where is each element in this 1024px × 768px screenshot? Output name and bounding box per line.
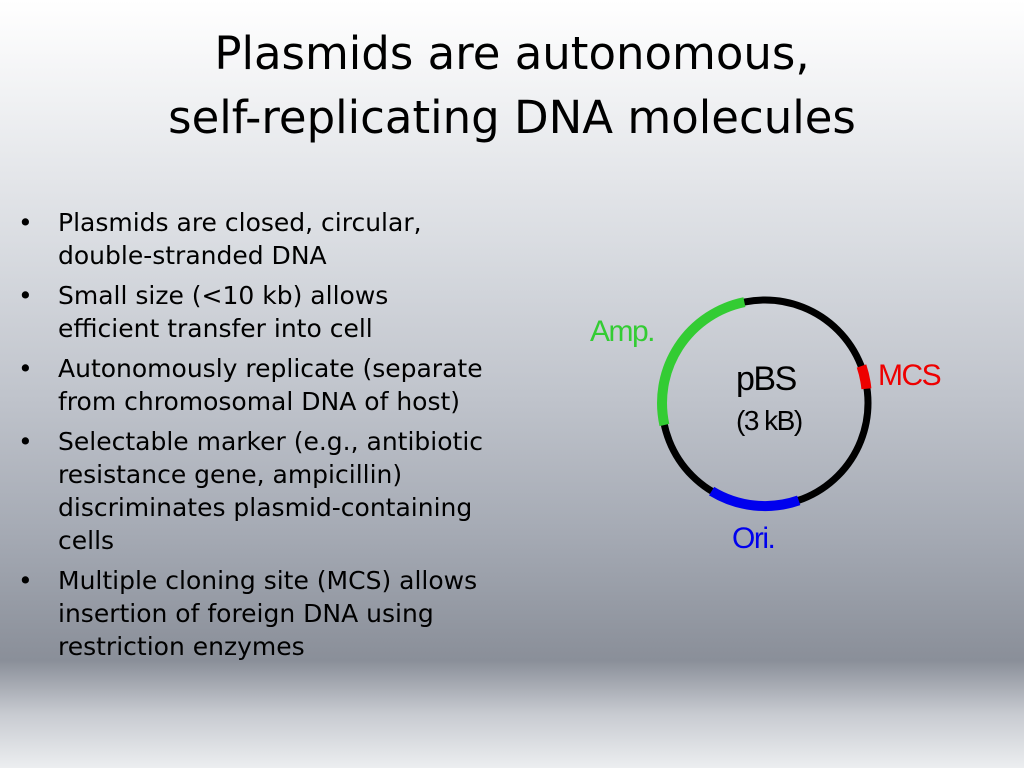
bullet-marker: •	[18, 354, 33, 383]
slide-title: Plasmids are autonomous, self-replicatin…	[0, 22, 1024, 150]
plasmid-size: (3 kB)	[736, 405, 802, 436]
bullet-marker: •	[18, 566, 33, 595]
plasmid-diagram: pBS (3 kB) Amp. MCS Ori.	[560, 260, 960, 580]
bullet-item: • Selectable marker (e.g., antibiotic re…	[18, 425, 488, 557]
slide-title-line-2: self-replicating DNA molecules	[168, 91, 856, 144]
bullet-text: Small size (<10 kb) allows efficient tra…	[58, 281, 389, 343]
bullet-text: Multiple cloning site (MCS) allows inser…	[58, 566, 478, 661]
amp-label: Amp.	[590, 315, 654, 348]
bullet-text: Plasmids are closed, circular, double-st…	[58, 208, 422, 270]
bullet-marker: •	[18, 208, 33, 237]
plasmid-name: pBS	[736, 360, 797, 398]
bullet-item: • Multiple cloning site (MCS) allows ins…	[18, 564, 488, 663]
bullet-marker: •	[18, 281, 33, 310]
plasmid-map: pBS (3 kB) Amp. MCS Ori.	[590, 296, 942, 555]
bullet-list: • Plasmids are closed, circular, double-…	[18, 206, 488, 670]
slide-title-line-1: Plasmids are autonomous,	[214, 27, 810, 80]
mcs-label: MCS	[878, 359, 941, 392]
amp-resistance-segment	[657, 297, 746, 427]
bullet-item: • Autonomously replicate (separate from …	[18, 352, 488, 418]
bullet-item: • Plasmids are closed, circular, double-…	[18, 206, 488, 272]
mcs-segment	[856, 364, 872, 390]
bullet-marker: •	[18, 427, 33, 456]
ori-label: Ori.	[732, 522, 774, 555]
ori-segment	[709, 486, 801, 512]
bullet-item: • Small size (<10 kb) allows efficient t…	[18, 279, 488, 345]
bullet-text: Selectable marker (e.g., antibiotic resi…	[58, 427, 484, 555]
bullet-text: Autonomously replicate (separate from ch…	[58, 354, 483, 416]
